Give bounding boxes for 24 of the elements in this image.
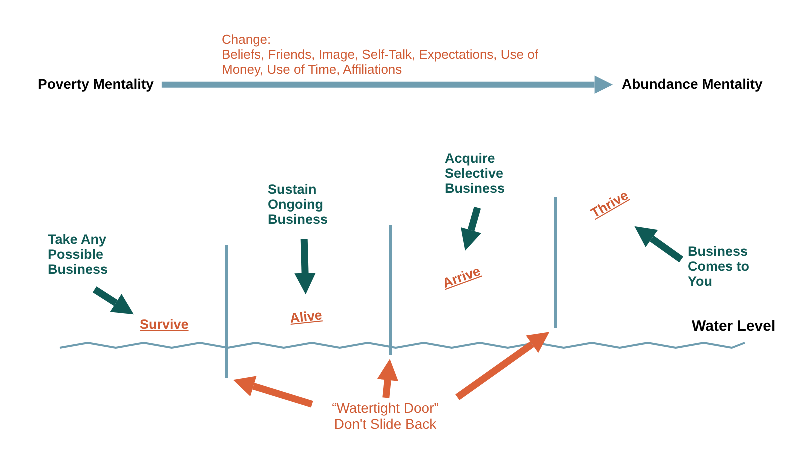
edge-label: Change: xyxy=(222,33,272,48)
business-action-text: Sustain Ongoing Business xyxy=(268,182,340,228)
arrow xyxy=(461,206,482,251)
business-action-text: Business Comes to You xyxy=(688,244,750,290)
watertight-door-wall xyxy=(389,225,392,355)
mentality-label: Abundance Mentality xyxy=(622,77,763,93)
watertight-door-wall xyxy=(554,197,557,328)
mentality-label: Poverty Mentality xyxy=(38,77,154,93)
arrow xyxy=(634,226,684,263)
arrow xyxy=(162,76,614,94)
arrow xyxy=(294,239,316,295)
change-list-text: Beliefs, Friends, Image, Self-Talk, Expectations, Use of Money, Use of Time, Affiliations xyxy=(222,48,540,78)
business-action-text: Acquire Selective Business xyxy=(445,151,517,196)
arrow xyxy=(92,286,134,315)
water-level-label: Water Level xyxy=(692,318,776,336)
arrow xyxy=(377,359,399,398)
stage-label: Survive xyxy=(140,317,189,332)
watertight-door-wall xyxy=(225,245,228,378)
stage-label: Alive xyxy=(289,308,324,326)
watertight-door-note: “Watertight Door” Don't Slide Back xyxy=(318,401,453,432)
arrow xyxy=(456,332,550,400)
arrow xyxy=(233,376,314,408)
business-action-text: Take Any Possible Business xyxy=(48,232,124,278)
stage-label: Arrive xyxy=(440,264,483,292)
